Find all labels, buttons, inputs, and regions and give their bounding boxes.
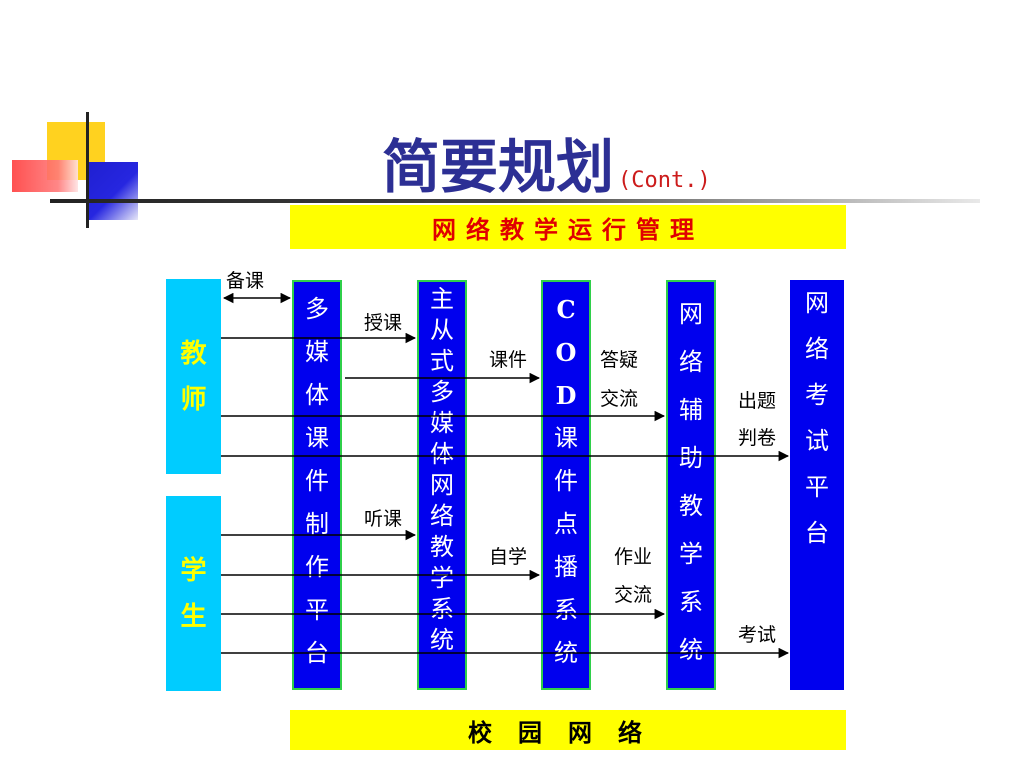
column-char: 制 [305, 510, 329, 538]
column-char: 从 [430, 316, 454, 344]
column-char: 试 [805, 427, 829, 455]
column-char: 多 [305, 295, 329, 323]
column-char: 多 [430, 378, 454, 406]
label-qa-1: 答疑 [600, 349, 639, 371]
label-teach: 授课 [364, 312, 403, 334]
label-exam: 考试 [738, 624, 777, 646]
column-char: D [555, 381, 577, 410]
title-underline [50, 199, 980, 203]
student-box: 学 生 [166, 496, 221, 691]
column-char: 学 [679, 540, 703, 568]
column-char: 教 [679, 492, 703, 520]
column-char: 统 [430, 626, 454, 654]
label-homework-2: 交流 [614, 584, 653, 606]
column-char: 作 [305, 553, 329, 581]
assist-system-column: 网 络 辅 助 教 学 系 统 [666, 280, 716, 690]
label-homework-1: 作业 [614, 546, 653, 568]
student-char: 学 [180, 555, 207, 586]
column-char: 系 [679, 588, 703, 616]
column-char: 播 [554, 553, 578, 581]
column-char: 件 [305, 467, 329, 495]
label-exam-prep-1: 出题 [738, 390, 777, 412]
column-char: 辅 [679, 396, 703, 424]
column-char: 教 [430, 533, 454, 561]
column-char: 系 [554, 596, 578, 624]
column-char: 络 [679, 348, 703, 376]
column-char: 考 [805, 381, 829, 409]
column-char: 式 [430, 347, 454, 375]
column-char: 课 [305, 424, 329, 452]
logo-red-square [12, 160, 78, 192]
teacher-char: 教 [180, 338, 207, 369]
cod-system-column: C O D 课 件 点 播 系 统 [541, 280, 591, 690]
exam-platform-column: 网 络 考 试 平 台 [790, 280, 844, 690]
management-bar: 网络教学运行管理 [290, 205, 846, 249]
logo-blue-square [86, 162, 138, 220]
column-char: 课 [554, 424, 578, 452]
column-char: 网 [430, 471, 454, 499]
column-char: 体 [305, 381, 329, 409]
label-prepare: 备课 [226, 270, 265, 292]
column-char: 络 [430, 502, 454, 530]
column-char: 统 [679, 636, 703, 664]
label-courseware: 课件 [489, 349, 528, 371]
column-char: 络 [805, 335, 829, 363]
logo-vertical-line [86, 112, 89, 228]
column-char: C [556, 295, 576, 324]
column-char: 平 [805, 473, 829, 501]
column-char: 学 [430, 564, 454, 592]
column-char: 主 [430, 285, 454, 313]
campus-network-bar: 校园网络 [290, 710, 846, 750]
master-slave-system-column: 主 从 式 多 媒 体 网 络 教 学 系 统 [417, 280, 467, 690]
column-char: 件 [554, 467, 578, 495]
label-exam-prep-2: 判卷 [738, 427, 777, 449]
column-char: 体 [430, 440, 454, 468]
column-char: 助 [679, 444, 703, 472]
page-title: 简要规划 (Cont.) [382, 120, 711, 201]
column-char: 网 [679, 300, 703, 328]
column-char: 媒 [430, 409, 454, 437]
column-char: 系 [430, 595, 454, 623]
title-main: 简要规划 [382, 133, 615, 201]
column-char: 点 [554, 510, 578, 538]
column-char: 媒 [305, 338, 329, 366]
label-listen: 听课 [364, 508, 403, 530]
column-char: O [555, 338, 577, 367]
teacher-char: 师 [180, 384, 207, 415]
title-sub: (Cont.) [618, 168, 711, 193]
teacher-box: 教 师 [166, 279, 221, 474]
label-qa-2: 交流 [600, 388, 639, 410]
student-char: 生 [180, 601, 207, 632]
label-self-study: 自学 [489, 546, 528, 568]
column-char: 网 [805, 289, 829, 317]
column-char: 台 [805, 519, 829, 547]
column-char: 平 [305, 596, 329, 624]
